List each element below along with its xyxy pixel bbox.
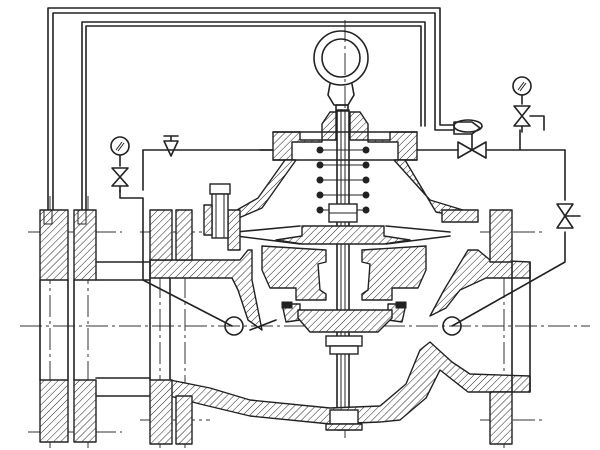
isolation-valve-right: [556, 203, 581, 229]
needle-valve-left: [111, 167, 129, 193]
pilot-tubing: [47, 7, 566, 327]
pressure-gauge-right: [512, 76, 532, 105]
inlet-flange: [95, 209, 193, 445]
pressure-gauge-left: [110, 136, 130, 167]
orifice-plate-flange: [39, 209, 151, 443]
outlet-flange: [489, 209, 531, 445]
diaphragm-chamber: [203, 111, 479, 251]
chamber-bolt-left: [203, 183, 231, 239]
main-valve-body: [149, 245, 531, 431]
valve-stem: [336, 109, 350, 431]
lifting-eye: [313, 30, 369, 112]
needle-valve-right: [513, 105, 545, 133]
vent-symbol: [163, 135, 179, 157]
spring: [316, 146, 370, 214]
pilot-valve: [453, 119, 487, 159]
ball-valve-tap: [224, 316, 462, 336]
